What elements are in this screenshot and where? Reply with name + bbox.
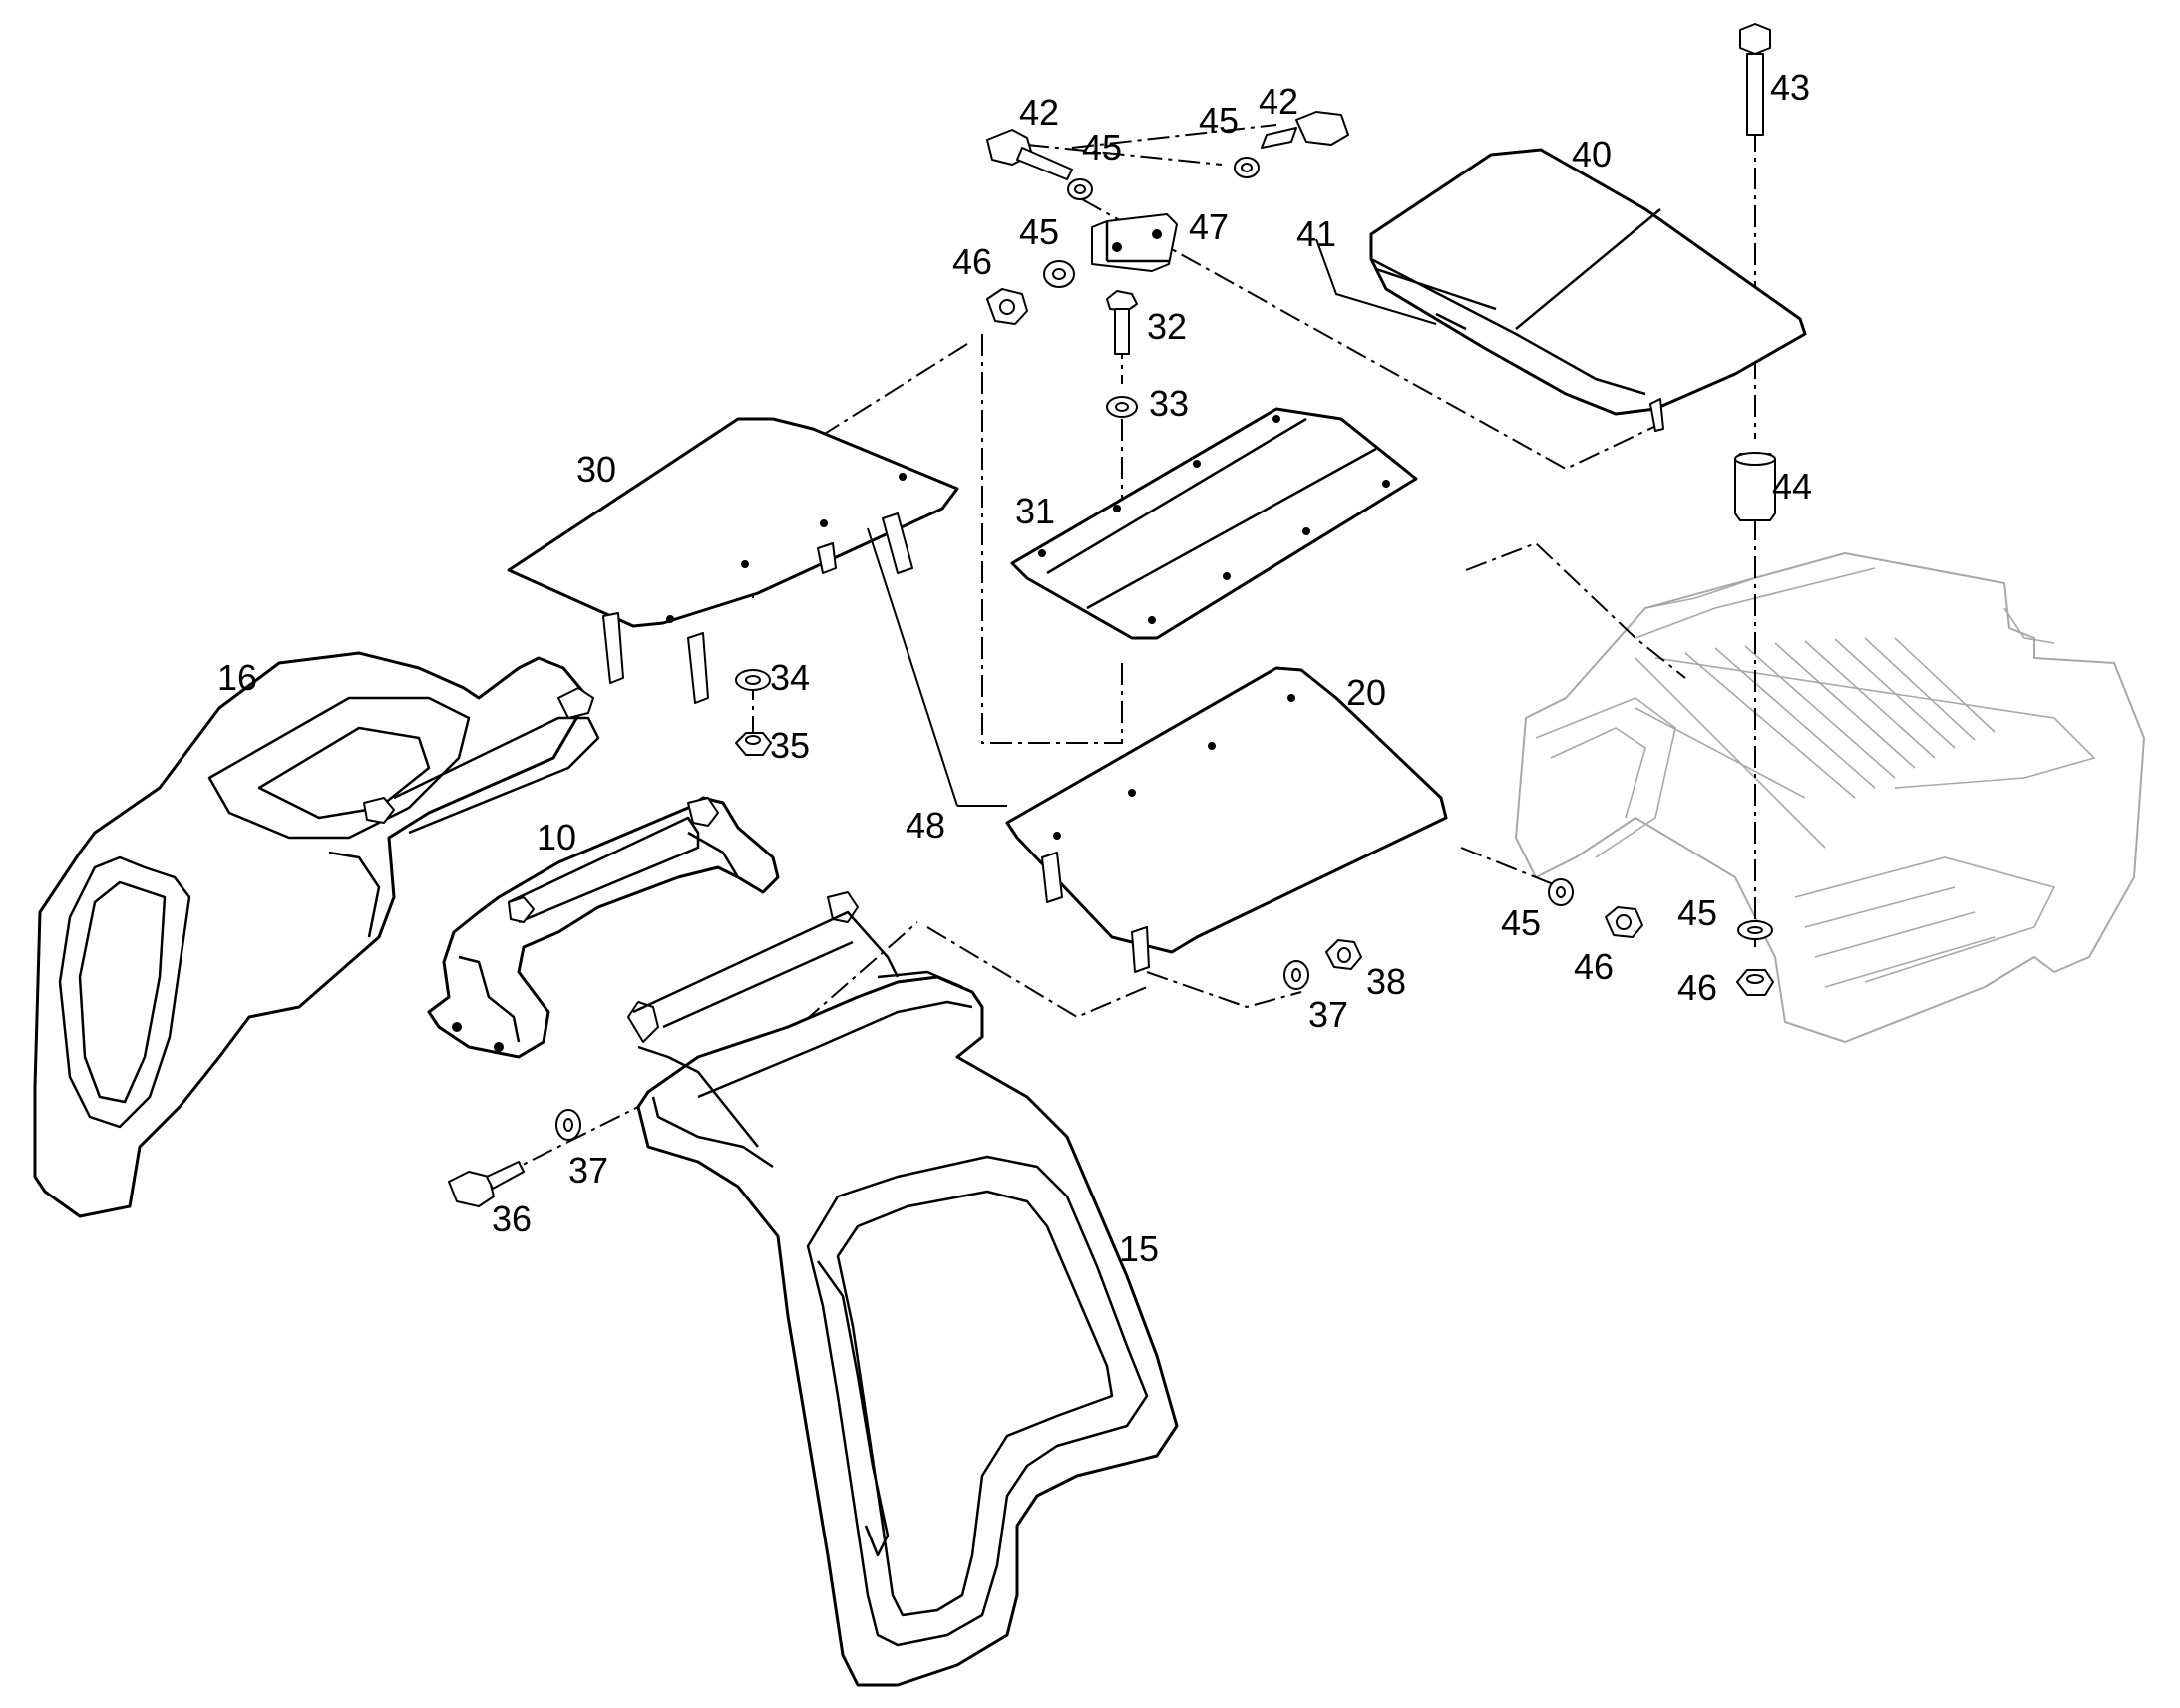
- hardware-spacer-44: [1734, 452, 1776, 521]
- part-30-plate: [507, 417, 959, 704]
- hardware-washer-45e: [1737, 920, 1773, 940]
- callout-20: 20: [1346, 672, 1386, 713]
- hardware-nut-46b: [1605, 906, 1643, 938]
- callout-41: 41: [1296, 213, 1336, 254]
- part-15-right-fender: [627, 891, 1179, 1687]
- callout-45: 45: [1501, 902, 1541, 943]
- callout-37: 37: [568, 1150, 608, 1191]
- hardware-bolt-42-left: [986, 129, 1073, 180]
- part-20-plate: [1005, 666, 1448, 973]
- callout-10: 10: [537, 817, 576, 857]
- callout-37: 37: [1308, 994, 1348, 1035]
- callout-30: 30: [576, 449, 616, 490]
- callout-34: 34: [770, 657, 810, 698]
- hardware-nut-46c: [1736, 969, 1774, 996]
- hardware-washer-37a: [555, 1109, 581, 1141]
- callout-46: 46: [1574, 946, 1614, 987]
- part-40-cover: [1369, 148, 1807, 432]
- callout-31: 31: [1015, 491, 1055, 531]
- callout-numbers: 10 15 16 20 30 31 32 33 34 35 36 37 37 3…: [217, 67, 1812, 1269]
- callout-32: 32: [1147, 306, 1187, 347]
- reference-cab-ghost: [1515, 552, 2145, 1043]
- callout-44: 44: [1772, 466, 1812, 507]
- callout-45: 45: [1082, 127, 1122, 168]
- hardware-washer-37b: [1283, 960, 1309, 990]
- callout-42: 42: [1259, 81, 1298, 122]
- part-16-left-fender: [33, 651, 600, 1218]
- hardware-nut-46a: [986, 288, 1028, 325]
- callout-47: 47: [1189, 206, 1229, 247]
- callout-48: 48: [906, 805, 945, 846]
- hardware-bolt-43: [1739, 23, 1771, 136]
- callout-36: 36: [492, 1198, 532, 1239]
- callout-33: 33: [1149, 383, 1189, 424]
- hardware-bolt-36: [448, 1161, 525, 1207]
- leader-lines: [867, 238, 1437, 807]
- callout-38: 38: [1366, 961, 1406, 1002]
- callout-46: 46: [952, 241, 992, 282]
- hardware-washer-45b: [1234, 157, 1260, 178]
- hardware-bolt-32: [1106, 290, 1138, 355]
- callout-42: 42: [1019, 92, 1059, 133]
- callout-45: 45: [1019, 211, 1059, 252]
- hardware-nut-38: [1325, 939, 1362, 970]
- hardware-washer-45a: [1067, 178, 1093, 200]
- callout-40: 40: [1572, 134, 1612, 174]
- part-47-angle-bracket: [1091, 213, 1178, 272]
- hardware-washer-34: [735, 669, 771, 691]
- hardware-washer-33: [1106, 396, 1138, 418]
- hardware-bolt-42-right: [1261, 111, 1349, 149]
- part-31-panel: [1010, 407, 1418, 640]
- hardware-washer-45d: [1548, 878, 1574, 906]
- callout-15: 15: [1119, 1228, 1159, 1269]
- callout-35: 35: [770, 725, 810, 766]
- hardware-nut-35: [735, 732, 772, 756]
- callout-46: 46: [1677, 967, 1717, 1008]
- callout-16: 16: [217, 657, 257, 698]
- part-10-bracket: [427, 796, 780, 1059]
- hardware-washer-45c: [1043, 260, 1075, 288]
- callout-45: 45: [1677, 892, 1717, 933]
- callout-45: 45: [1199, 100, 1239, 141]
- callout-43: 43: [1770, 67, 1810, 108]
